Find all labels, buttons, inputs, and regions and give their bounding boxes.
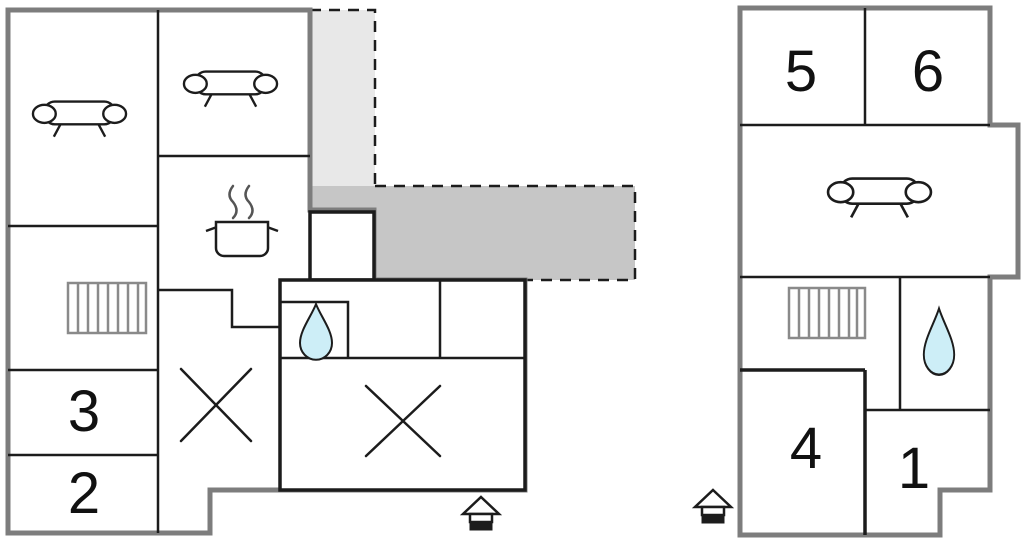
room-5-label: 5 xyxy=(785,39,817,104)
inner-wall xyxy=(280,300,350,358)
inner-wall xyxy=(158,288,280,329)
room-2-label: 2 xyxy=(68,461,100,526)
steam-icon xyxy=(228,184,238,220)
left-unit: 3 2 xyxy=(5,7,637,536)
entrance-icon xyxy=(461,495,501,532)
cooking-pot-icon xyxy=(205,184,279,258)
room-4-label: 4 xyxy=(790,416,822,481)
right-unit: 5 6 4 1 xyxy=(693,5,1021,538)
room-3-label: 3 xyxy=(68,379,100,444)
cross-mark xyxy=(364,384,442,458)
terrace-light-area xyxy=(310,10,375,186)
right-unit-outline xyxy=(737,5,1021,538)
room-6-label: 6 xyxy=(912,39,944,104)
cross-mark xyxy=(179,367,253,443)
stairs-icon xyxy=(787,286,867,340)
terrace-dashed-border xyxy=(310,8,377,186)
steam-icon xyxy=(244,184,254,220)
entrance-icon xyxy=(693,488,733,525)
terrace-dashed-border xyxy=(375,184,637,282)
stairs-icon xyxy=(66,281,148,335)
room-1-label: 1 xyxy=(898,436,930,501)
annex-box xyxy=(308,210,376,282)
